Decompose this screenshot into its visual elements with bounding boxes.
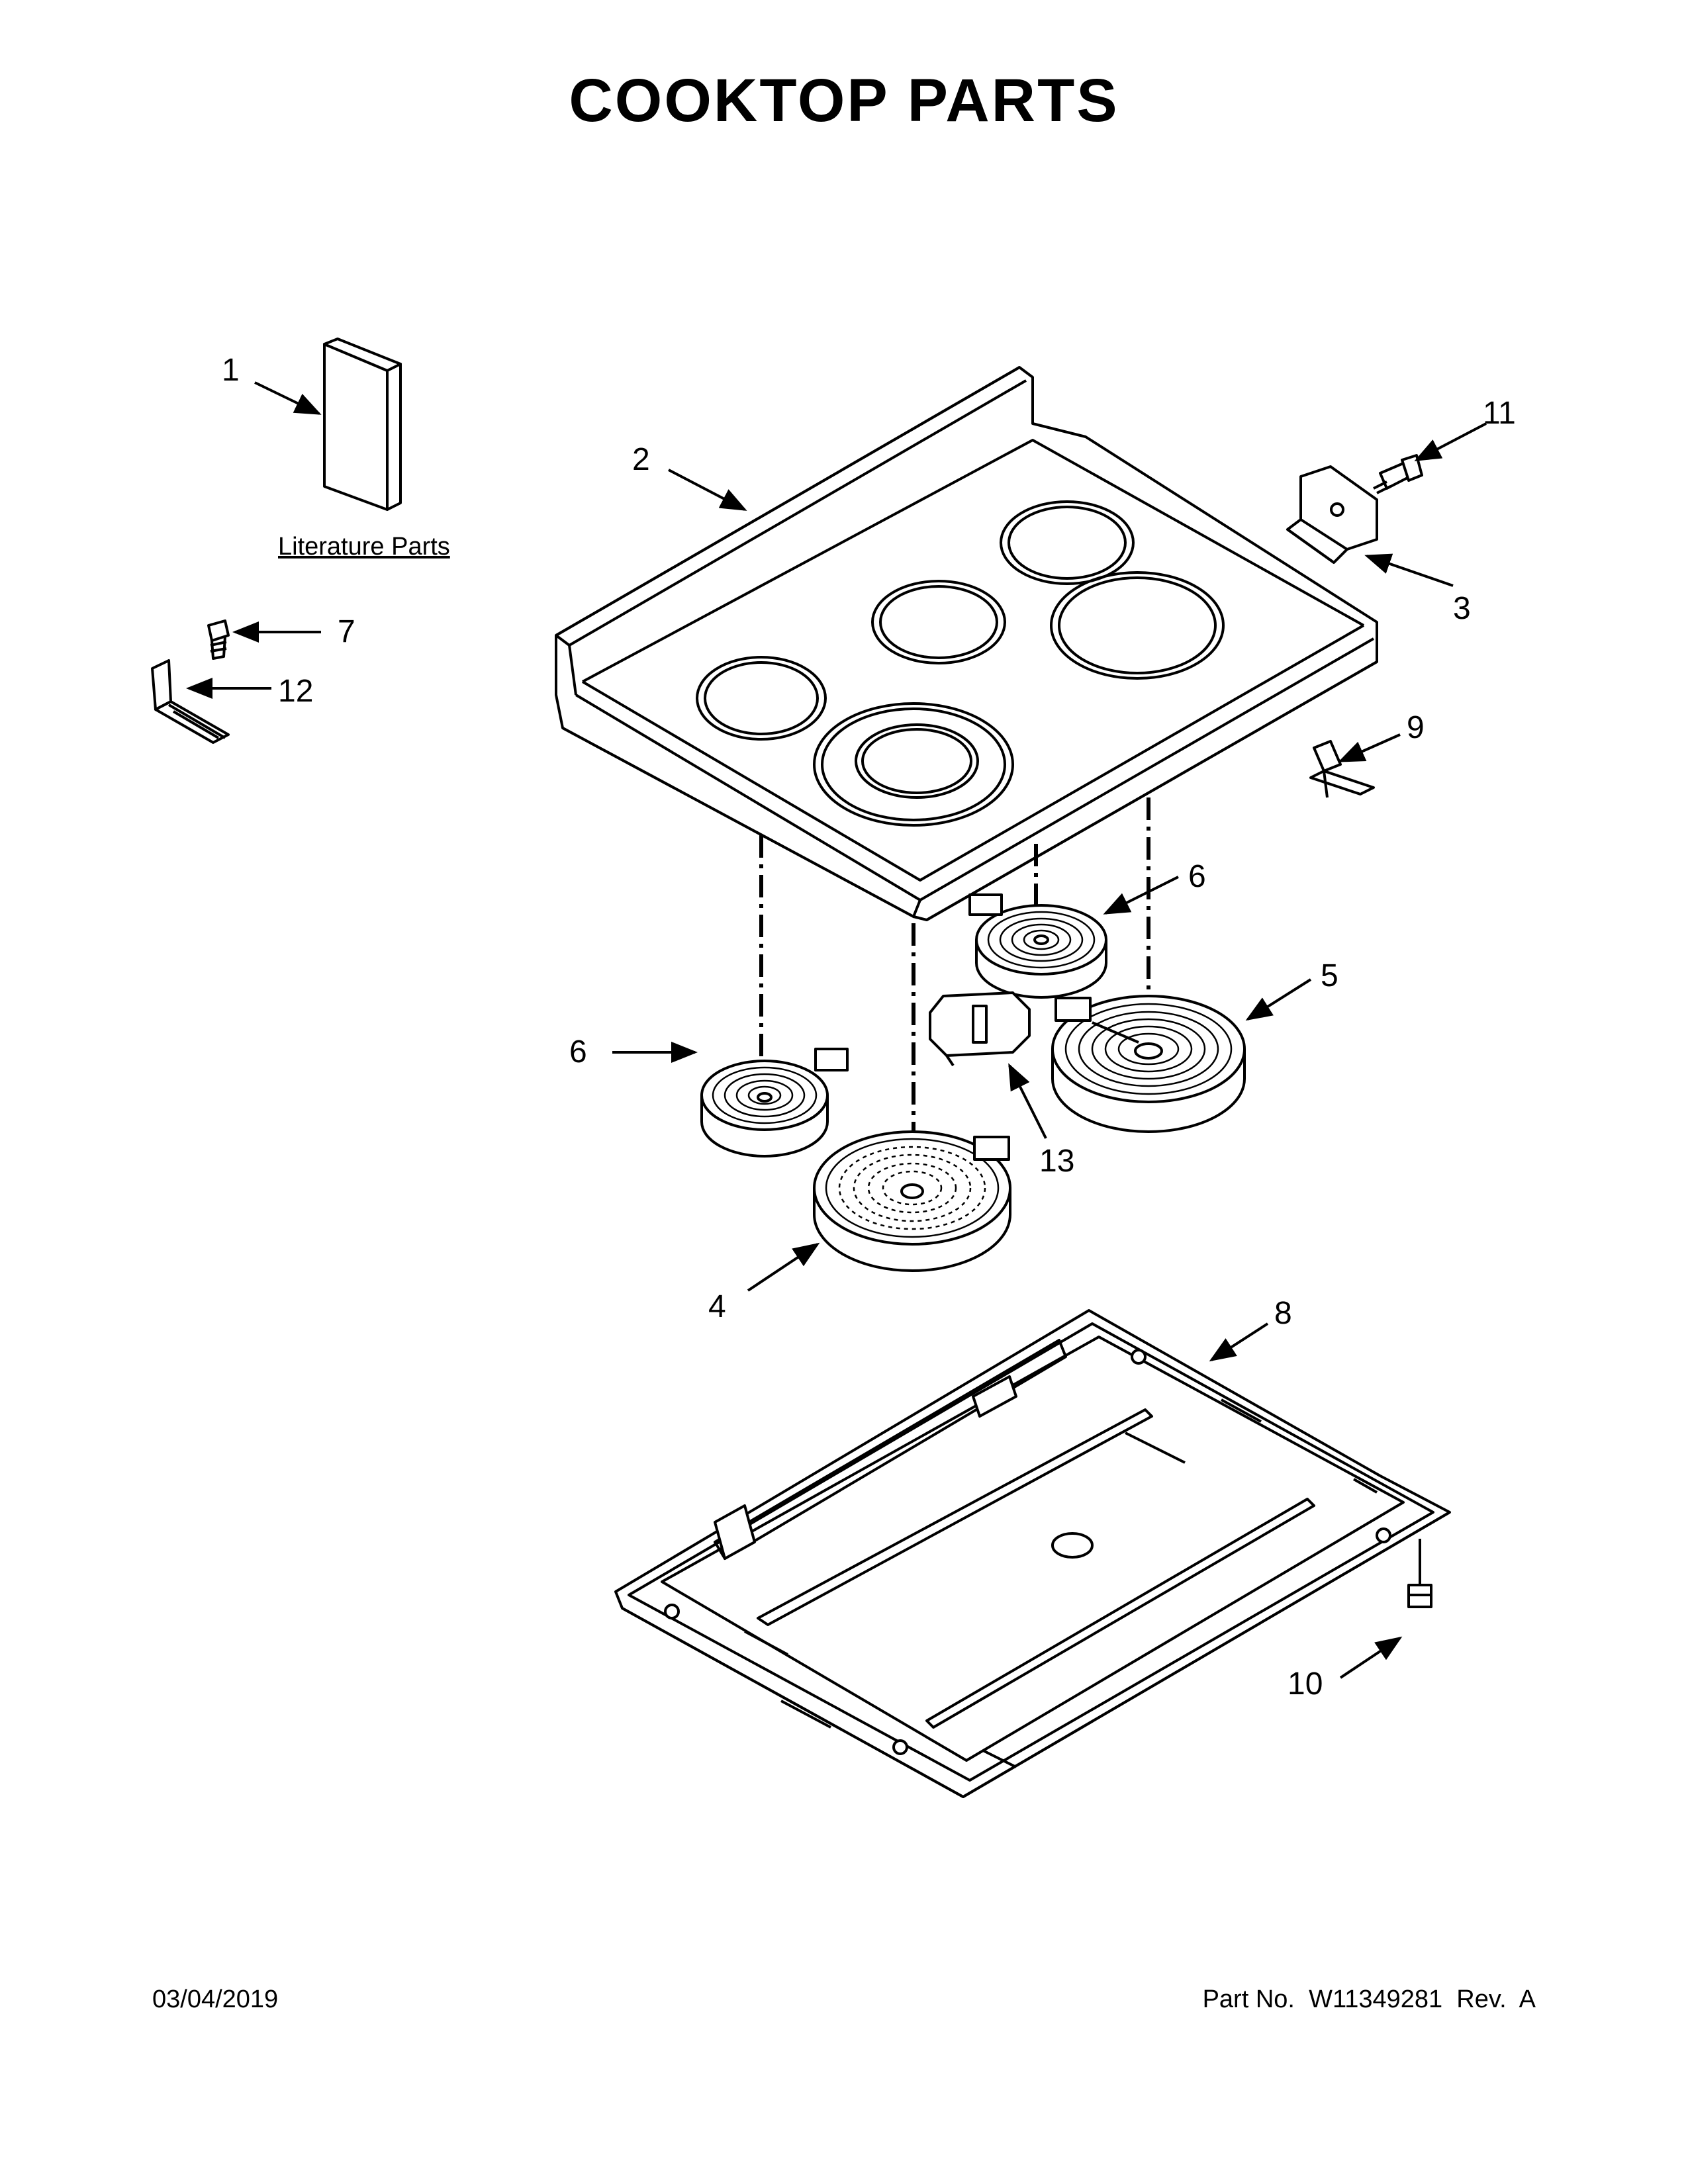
- callout-3: 3: [1453, 591, 1471, 626]
- radiant-element-small-lower: [700, 1048, 849, 1158]
- callout-2: 2: [632, 442, 650, 477]
- screw-part-7: [207, 619, 230, 660]
- screw-part-11: [1373, 454, 1423, 494]
- callout-13: 13: [1039, 1144, 1074, 1179]
- callout-6-lower: 6: [569, 1034, 587, 1069]
- literature-booklet: [323, 338, 402, 511]
- screw-part-10: [1407, 1539, 1432, 1608]
- callout-11: 11: [1483, 396, 1516, 431]
- bracket-part-3: [1286, 465, 1378, 564]
- radiant-element-large: [1051, 995, 1246, 1133]
- callout-12: 12: [278, 674, 313, 709]
- literature-parts-label: Literature Parts: [278, 533, 450, 561]
- radiant-element-dual: [813, 1130, 1011, 1272]
- callout-4: 4: [708, 1289, 726, 1324]
- callout-7: 7: [338, 614, 355, 649]
- spacer-part-13: [929, 991, 1031, 1067]
- radiant-element-small-upper: [968, 893, 1107, 999]
- callout-8: 8: [1274, 1296, 1292, 1331]
- callout-1: 1: [222, 353, 240, 388]
- page-title: COOKTOP PARTS: [569, 67, 1119, 134]
- clip-part-9: [1309, 740, 1375, 798]
- cooktop-main-top: [555, 366, 1378, 921]
- callout-5: 5: [1321, 958, 1338, 993]
- callout-9: 9: [1407, 710, 1425, 745]
- footer-part-number: Part No. W11349281 Rev. A: [1202, 1985, 1536, 2013]
- leader-arrows: [186, 381, 1487, 1679]
- bottom-tray: [614, 1309, 1451, 1798]
- bracket-part-12: [151, 659, 230, 744]
- callout-6-upper: 6: [1188, 859, 1206, 894]
- callout-10: 10: [1288, 1666, 1323, 1702]
- footer-date: 03/04/2019: [152, 1985, 279, 2013]
